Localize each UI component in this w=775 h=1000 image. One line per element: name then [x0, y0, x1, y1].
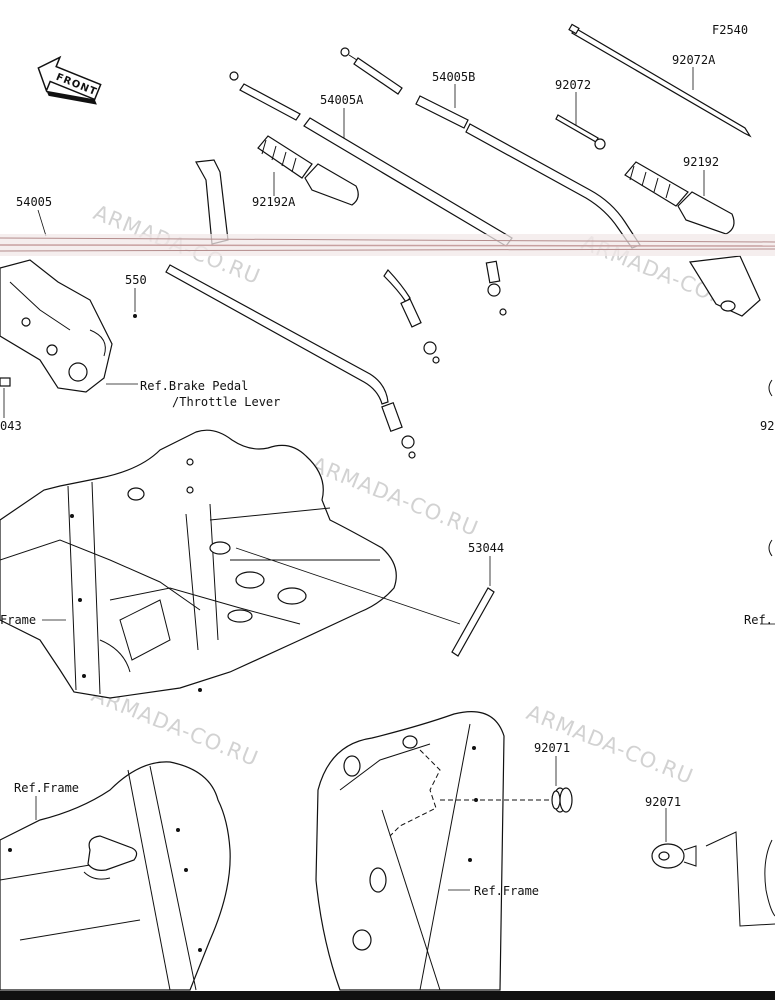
lower-right-frame-edge	[705, 831, 775, 927]
part-label-92071-a: 92071	[534, 741, 570, 755]
part-label-92072A: 92072A	[672, 53, 716, 67]
boot-92192	[624, 161, 735, 235]
part-label-54005A: 54005A	[320, 93, 364, 107]
part-label-92192A: 92192A	[252, 195, 296, 209]
cable-tie-short	[555, 114, 606, 150]
ref-frame-lower-left: Ref.Frame	[14, 781, 79, 795]
scan-artifact-band	[0, 234, 775, 256]
part-label-550: 550	[125, 273, 147, 287]
boot-92192A	[257, 135, 359, 206]
main-frame	[0, 429, 397, 699]
ref-brake-pedal-line2: /Throttle Lever	[172, 395, 280, 409]
ref-frame-left: Frame	[0, 613, 36, 627]
cable-54005B	[340, 47, 641, 364]
right-edge-fitting	[688, 255, 773, 557]
ref-frame-lower-mid: Ref.Frame	[474, 884, 539, 898]
cable-tie-long	[568, 23, 752, 138]
part-label-92192: 92192	[683, 155, 719, 169]
rod-53044	[451, 587, 495, 657]
grommet-92071-b	[651, 843, 697, 869]
lower-left-frame	[0, 761, 231, 991]
ref-frame-right: Ref.	[744, 613, 773, 627]
diagram-code: F2540	[712, 23, 748, 37]
part-label-54005B: 54005B	[432, 70, 475, 84]
ref-brake-pedal-line1: Ref.Brake Pedal	[140, 379, 248, 393]
part-label-92071-b: 92071	[645, 795, 681, 809]
bottom-border	[0, 991, 775, 1000]
cable-54005A	[229, 71, 513, 316]
lower-middle-frame	[315, 711, 505, 991]
front-arrow: FRONT	[37, 55, 102, 105]
grommet-92071-a	[551, 787, 573, 813]
part-label-54005: 54005	[16, 195, 52, 209]
part-label-92072: 92072	[555, 78, 591, 92]
part-label-92-right: 92	[760, 419, 774, 433]
part-label-043: 043	[0, 419, 22, 433]
cable-54005	[165, 159, 416, 459]
brake-pedal-bracket	[0, 259, 113, 393]
part-label-53044: 53044	[468, 541, 504, 555]
